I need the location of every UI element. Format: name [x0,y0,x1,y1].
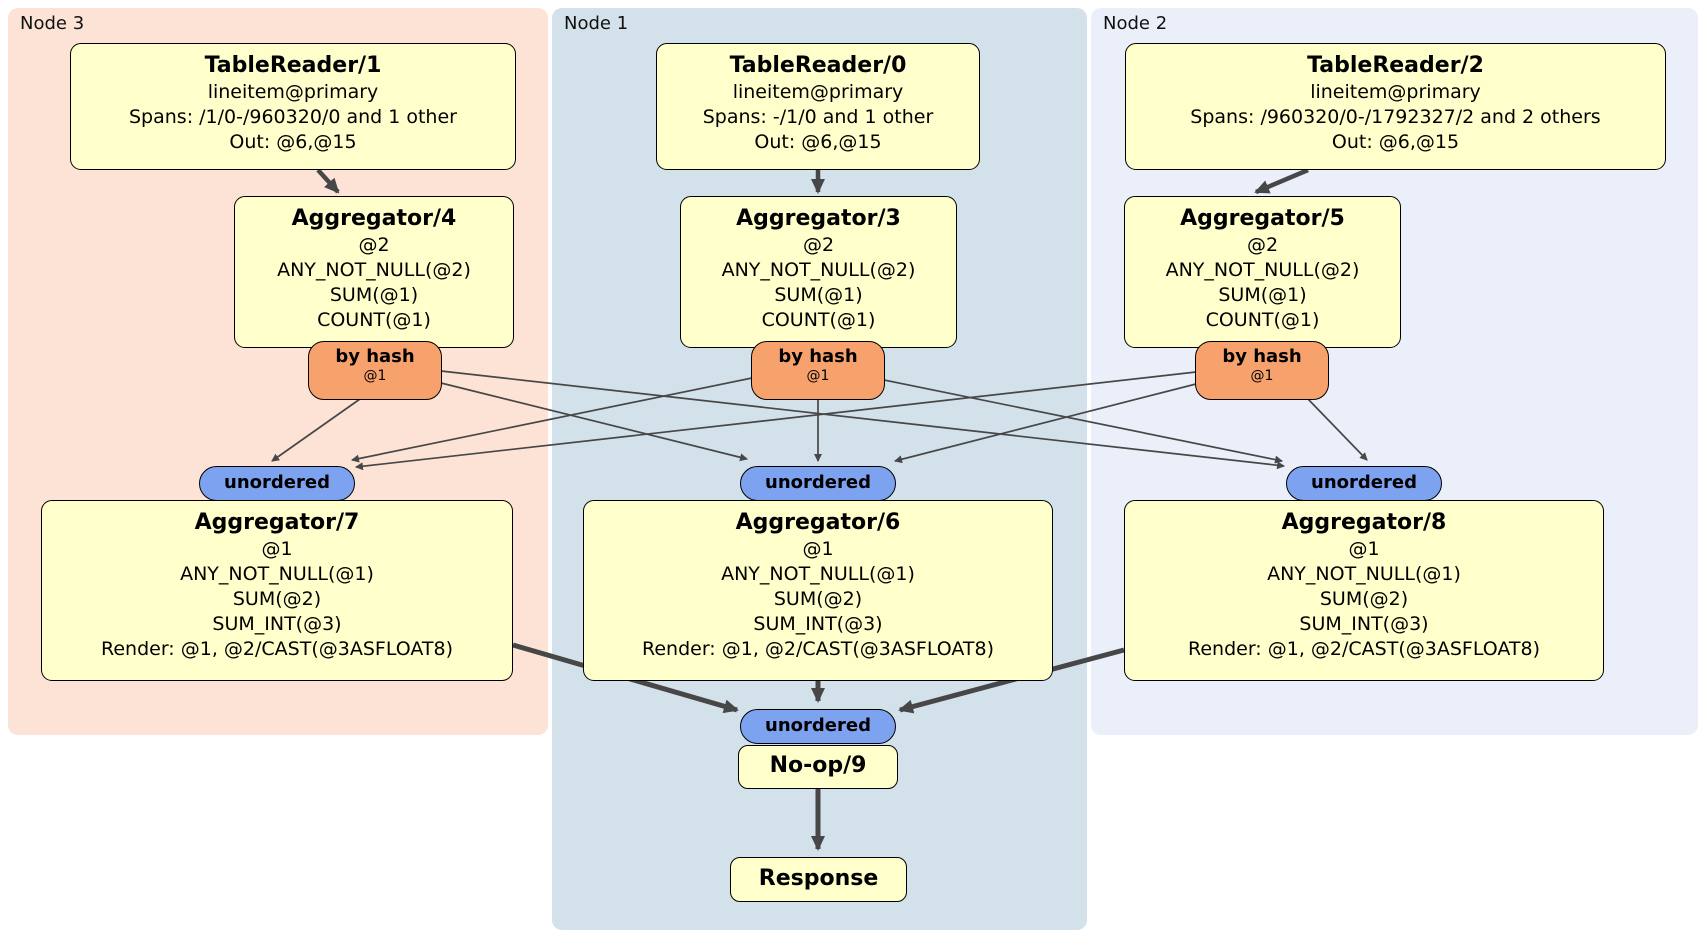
box-line: Spans: /1/0-/960320/0 and 1 other [129,106,457,129]
unordered-sync: unordered [740,466,896,501]
box-line: ANY_NOT_NULL(@2) [277,259,471,282]
box-title: Aggregator/8 [1281,510,1447,535]
output-unordered-sync: unordered [740,709,896,744]
edge-router3-sync3 [271,398,361,462]
box-title: Aggregator/6 [735,510,901,535]
noop-box: No-op/9 [738,745,898,789]
box-line: lineitem@primary [732,81,904,104]
by-hash-router: by hash @1 [751,341,885,400]
box-line: SUM(@2) [1319,588,1409,611]
box-line: SUM_INT(@3) [212,613,342,636]
by-hash-router: by hash @1 [308,341,442,400]
router-detail: @1 [363,367,387,384]
box-title: TableReader/0 [729,53,907,78]
box-line: ANY_NOT_NULL(@1) [180,563,374,586]
box-title: Aggregator/4 [291,206,457,231]
aggregator-box: Aggregator/3 @2 ANY_NOT_NULL(@2) SUM(@1)… [680,196,957,348]
edge-tr1-agg4 [316,168,340,194]
box-line: SUM_INT(@3) [753,613,883,636]
edge-router1-sync2 [883,379,1283,464]
table-reader-box: TableReader/1 lineitem@primary Spans: /1… [70,43,516,170]
box-line: @2 [1246,234,1279,257]
edge-router3-sync2 [440,370,1285,470]
box-line: Out: @6,@15 [1331,131,1460,154]
router-label: by hash [778,346,858,367]
box-line: SUM(@2) [773,588,863,611]
box-title: Aggregator/3 [736,206,901,231]
node2-label: Node 2 [1103,13,1168,34]
box-line: SUM(@2) [232,588,322,611]
box-title: TableReader/2 [1307,53,1484,78]
final-aggregator-box: Aggregator/8 @1 ANY_NOT_NULL(@1) SUM(@2)… [1124,500,1604,681]
router-detail: @1 [1250,367,1274,384]
edge-router3-sync1 [440,382,748,462]
box-line: Render: @1, @2/CAST(@3ASFLOAT8) [101,638,453,661]
box-line: Spans: -/1/0 and 1 other [702,106,934,129]
box-line: ANY_NOT_NULL(@2) [721,259,916,282]
edge-router2-sync2 [1307,398,1368,461]
edge-tr2-agg5 [1254,167,1309,195]
final-aggregator-box: Aggregator/7 @1 ANY_NOT_NULL(@1) SUM(@2)… [41,500,513,681]
box-line: Out: @6,@15 [229,131,357,154]
box-line: lineitem@primary [207,81,379,104]
box-line: @2 [358,234,390,257]
box-line: @1 [802,538,834,561]
box-title: TableReader/1 [204,53,382,78]
node1-label: Node 1 [564,13,629,34]
box-line: @2 [802,234,835,257]
box-line: SUM_INT(@3) [1299,613,1429,636]
box-line: SUM(@1) [1218,284,1307,307]
router-label: by hash [1222,346,1302,367]
table-reader-box: TableReader/0 lineitem@primary Spans: -/… [656,43,980,170]
response-box: Response [730,857,907,902]
box-line: Render: @1, @2/CAST(@3ASFLOAT8) [1188,638,1540,661]
table-reader-box: TableReader/2 lineitem@primary Spans: /9… [1125,43,1666,170]
box-line: @1 [1348,538,1380,561]
by-hash-router: by hash @1 [1195,341,1329,400]
aggregator-box: Aggregator/4 @2 ANY_NOT_NULL(@2) SUM(@1)… [234,196,514,348]
box-title: Aggregator/5 [1180,206,1345,231]
edge-router2-sync3 [355,371,1197,471]
box-line: Out: @6,@15 [754,131,882,154]
box-line: ANY_NOT_NULL(@2) [1165,259,1360,282]
router-detail: @1 [806,367,830,384]
box-line: lineitem@primary [1310,81,1481,104]
router-label: by hash [335,346,415,367]
edge-router1-sync3 [351,377,753,463]
node3-label: Node 3 [20,13,85,34]
box-line: COUNT(@1) [1205,309,1320,332]
edge-router2-sync1 [894,383,1197,464]
box-line: ANY_NOT_NULL(@1) [721,563,915,586]
box-title: Aggregator/7 [194,510,360,535]
box-line: SUM(@1) [774,284,863,307]
box-line: Render: @1, @2/CAST(@3ASFLOAT8) [642,638,994,661]
box-line: COUNT(@1) [317,309,431,332]
box-line: SUM(@1) [329,284,419,307]
box-line: @1 [261,538,293,561]
box-line: ANY_NOT_NULL(@1) [1267,563,1461,586]
unordered-sync: unordered [1286,466,1442,501]
aggregator-box: Aggregator/5 @2 ANY_NOT_NULL(@2) SUM(@1)… [1124,196,1401,348]
box-line: Spans: /960320/0-/1792327/2 and 2 others [1190,106,1601,129]
final-aggregator-box: Aggregator/6 @1 ANY_NOT_NULL(@1) SUM(@2)… [583,500,1053,681]
box-line: COUNT(@1) [761,309,876,332]
unordered-sync: unordered [199,466,355,501]
